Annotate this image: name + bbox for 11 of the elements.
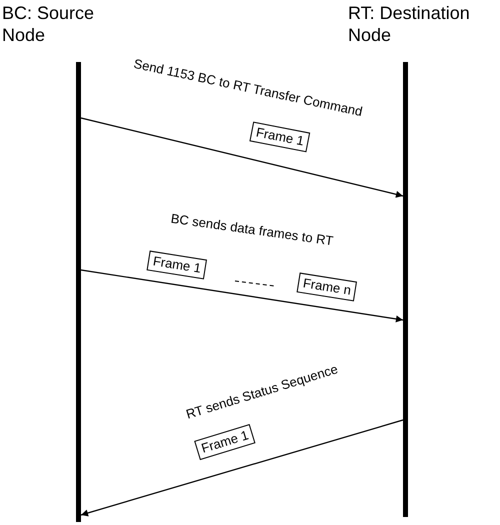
lifeline-heading: RT: Destination Node [348,2,471,46]
arrow [80,269,404,322]
lifeline-heading: BC: Source Node [2,2,96,46]
lifeline-bar [403,62,408,517]
frame-box: Frame 1 [194,424,256,460]
frame-box: Frame n [296,272,358,302]
arrow [80,117,404,198]
frame-box: Frame 1 [249,122,311,152]
frame-box: Frame 1 [146,250,208,280]
lifeline-bar [76,62,81,522]
arrow [80,419,404,516]
